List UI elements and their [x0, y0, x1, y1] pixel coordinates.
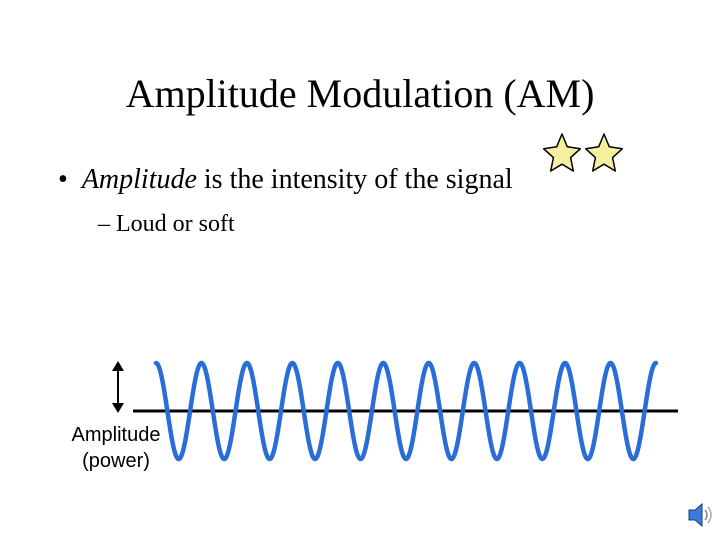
am-wave-diagram — [112, 360, 678, 462]
slide-title: Amplitude Modulation (AM) — [125, 71, 595, 116]
bullet-emphasis: Amplitude — [81, 164, 197, 195]
star-icon — [584, 133, 624, 172]
amplitude-label-line2: (power) — [82, 450, 150, 472]
speaker-icon[interactable] — [686, 500, 716, 530]
star-icon — [542, 133, 582, 172]
amplitude-label-line1: Amplitude — [71, 424, 161, 446]
carrier-wave — [153, 360, 659, 462]
bullet-item: • Amplitude is the intensity of the signa… — [58, 162, 513, 198]
stars-group — [542, 133, 624, 172]
amplitude-label: Amplitude (power) — [54, 422, 178, 474]
bullet-text: is the intensity of the signal — [196, 164, 513, 195]
bullet-marker: • — [58, 164, 68, 195]
sub-bullet-item: – Loud or soft — [98, 211, 235, 237]
double-arrow-icon — [112, 361, 124, 413]
